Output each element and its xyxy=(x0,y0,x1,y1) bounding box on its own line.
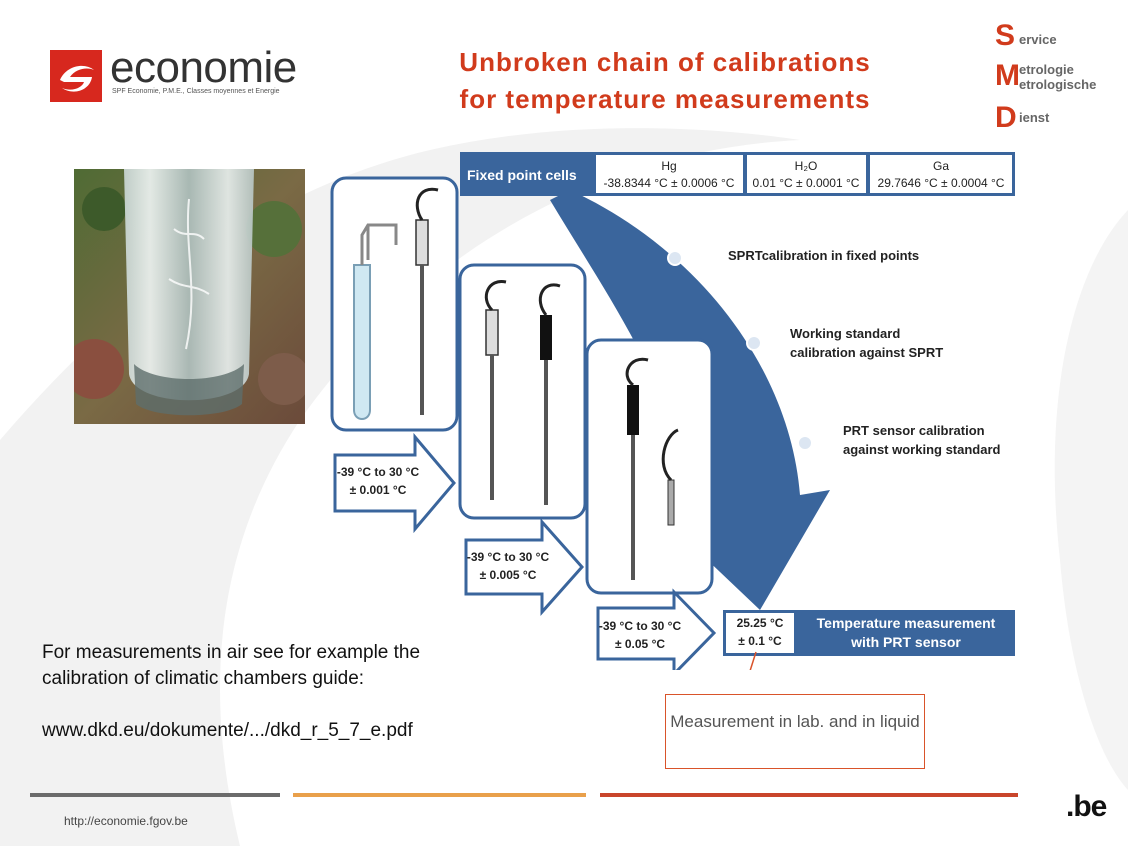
range-1-line2: ± 0.001 °C xyxy=(350,483,407,497)
step-dot-1 xyxy=(667,250,683,266)
range-1-line1: -39 °C to 30 °C xyxy=(337,465,420,479)
cell-h2o-name: H₂O xyxy=(795,159,818,173)
range-3-line1: -39 °C to 30 °C xyxy=(599,619,682,633)
calibration-chain-diagram: SPRTcalibration in fixed points Working … xyxy=(330,152,1015,670)
ice-tube-photo xyxy=(74,169,305,424)
reference-note: For measurements in air see for example … xyxy=(42,640,532,744)
footer-bar-orange xyxy=(293,793,586,797)
fixed-point-box xyxy=(460,152,593,196)
smd-row-m: M etrologie etrologische xyxy=(995,59,1120,93)
smd-letter-s: S xyxy=(995,19,1016,52)
range-3-line2: ± 0.05 °C xyxy=(615,637,665,651)
step-label-3a: PRT sensor calibration xyxy=(843,423,985,438)
footer-bar-red xyxy=(600,793,1018,797)
smd-word-m: etrologie etrologische xyxy=(1019,62,1097,92)
measurement-callout: Measurement in lab. and in liquid xyxy=(665,694,925,769)
instrument-box-sprt xyxy=(330,176,459,432)
step-label-3b: against working standard xyxy=(843,442,1001,457)
instrument-box-working xyxy=(458,263,587,520)
footer-bar-grey xyxy=(30,793,280,797)
smd-letter-m: M xyxy=(995,59,1020,92)
logo-subtitle: SPF Economie, P.M.E., Classes moyennes e… xyxy=(112,88,280,95)
title-line-1: Unbroken chain of calibrations xyxy=(459,47,871,77)
callout-pointer xyxy=(749,651,757,670)
smd-letter-d: D xyxy=(995,101,1017,134)
step-dot-3 xyxy=(797,435,813,451)
note-line-2: calibration of climatic chambers guide: xyxy=(42,668,365,689)
range-2-line1: -39 °C to 30 °C xyxy=(467,550,550,564)
result-label-line2: with PRT sensor xyxy=(850,634,961,650)
smd-row-d: D ienst xyxy=(995,102,1120,134)
economie-logo-mark xyxy=(50,50,102,102)
smd-word-s: ervice xyxy=(1019,32,1057,47)
smd-word-d: ienst xyxy=(1019,110,1050,125)
step-label-2a: Working standard xyxy=(790,326,900,341)
cell-hg-value: -38.8344 °C ± 0.0006 °C xyxy=(604,176,735,190)
cell-ga-value: 29.7646 °C ± 0.0004 °C xyxy=(878,176,1005,190)
step-label-1: SPRTcalibration in fixed points xyxy=(728,248,919,263)
result-value-line1: 25.25 °C xyxy=(737,616,784,630)
dkd-guide-link[interactable]: www.dkd.eu/dokumente/.../dkd_r_5_7_e.pdf xyxy=(42,720,413,741)
range-arrow-2: -39 °C to 30 °C ± 0.005 °C xyxy=(464,518,585,616)
be-logo: .be xyxy=(1066,790,1107,823)
fixed-point-label: Fixed point cells xyxy=(467,167,577,183)
cell-hg-name: Hg xyxy=(661,159,676,173)
instrument-box-prt xyxy=(585,338,714,595)
range-2-line2: ± 0.005 °C xyxy=(480,568,537,582)
step-dot-2 xyxy=(746,335,762,351)
range-arrow-1: -39 °C to 30 °C ± 0.001 °C xyxy=(333,432,456,534)
logo-wordmark: economie xyxy=(110,43,297,92)
result-label-line1: Temperature measurement xyxy=(817,615,996,631)
cell-ga-name: Ga xyxy=(933,159,949,173)
title-line-2: for temperature measurements xyxy=(459,84,871,114)
cell-h2o-value: 0.01 °C ± 0.0001 °C xyxy=(753,176,860,190)
range-arrow-3: -39 °C to 30 °C ± 0.05 °C xyxy=(596,588,717,670)
note-line-1: For measurements in air see for example … xyxy=(42,642,421,663)
step-label-2b: calibration against SPRT xyxy=(790,345,943,360)
footer-url-link[interactable]: http://economie.fgov.be xyxy=(64,814,188,828)
smd-row-s: S ervice xyxy=(995,20,1120,52)
result-value-line2: ± 0.1 °C xyxy=(738,634,782,648)
page-title: Unbroken chain of calibrations for tempe… xyxy=(400,44,930,118)
